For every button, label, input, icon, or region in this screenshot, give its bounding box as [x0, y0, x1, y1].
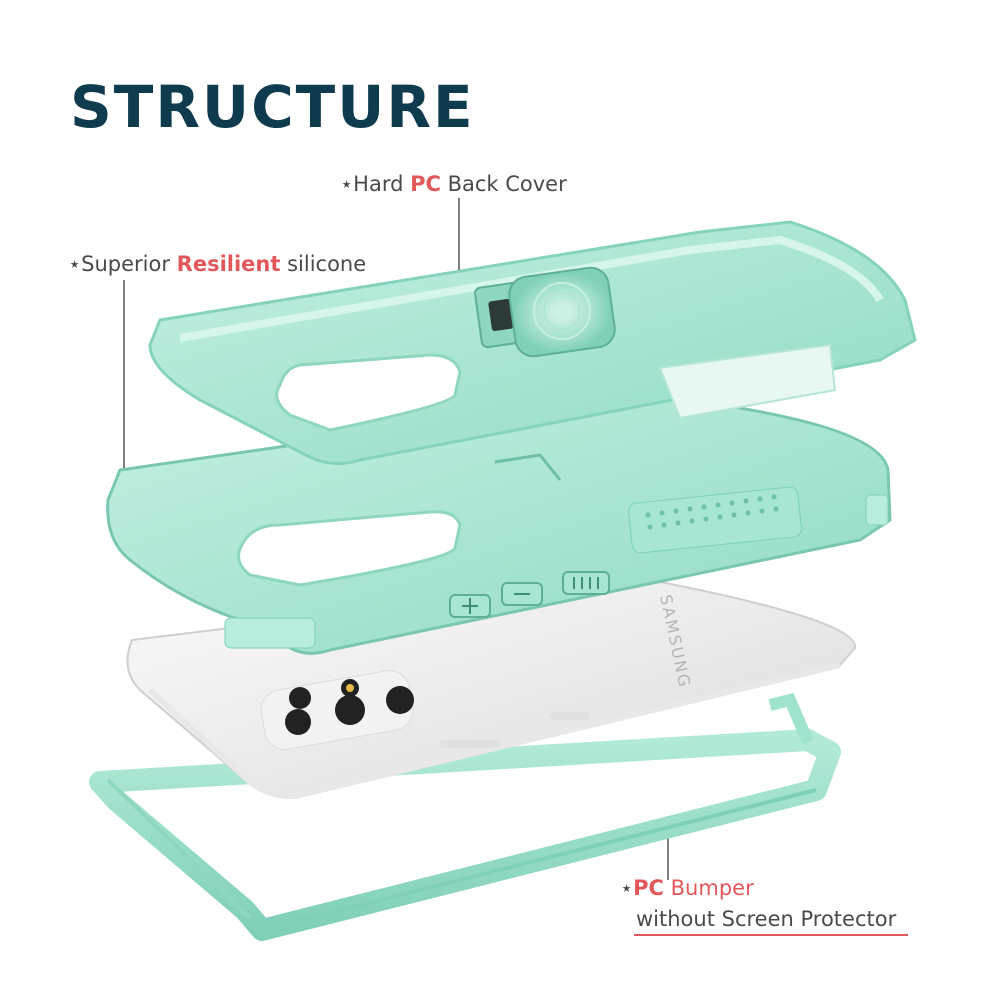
grip-texture	[628, 486, 802, 554]
callout-bumper-line2: without Screen Protector	[636, 907, 897, 931]
star-icon: ⋆	[340, 172, 354, 196]
ring-holder-icon	[474, 266, 616, 358]
camera-module-icon	[260, 670, 414, 750]
callout-back-cover: ⋆Hard PC Back Cover	[340, 172, 567, 197]
pc-back-cover	[148, 220, 917, 466]
callout-silicone: ⋆Superior Resilient silicone	[68, 252, 366, 277]
callout-text: Back Cover	[440, 172, 567, 196]
pc-bumper	[89, 692, 841, 941]
callout-highlight: Resilient	[176, 252, 281, 276]
star-icon: ⋆	[620, 876, 634, 900]
callout-bumper: ⋆PC Bumper	[620, 876, 754, 901]
callout-text: Hard	[353, 172, 411, 196]
callout-underline	[634, 934, 908, 936]
callout-text: Superior	[81, 252, 177, 276]
callout-text: Bumper	[663, 876, 754, 900]
callout-highlight: PC	[410, 172, 441, 196]
power-button-icon	[562, 571, 610, 595]
volume-up-icon	[449, 594, 491, 618]
callout-text: silicone	[280, 252, 367, 276]
page-title: STRUCTURE	[70, 73, 475, 141]
star-icon: ⋆	[68, 252, 82, 276]
volume-down-icon	[501, 582, 543, 606]
callout-highlight: PC	[633, 876, 664, 900]
silicone-layer	[106, 393, 892, 655]
